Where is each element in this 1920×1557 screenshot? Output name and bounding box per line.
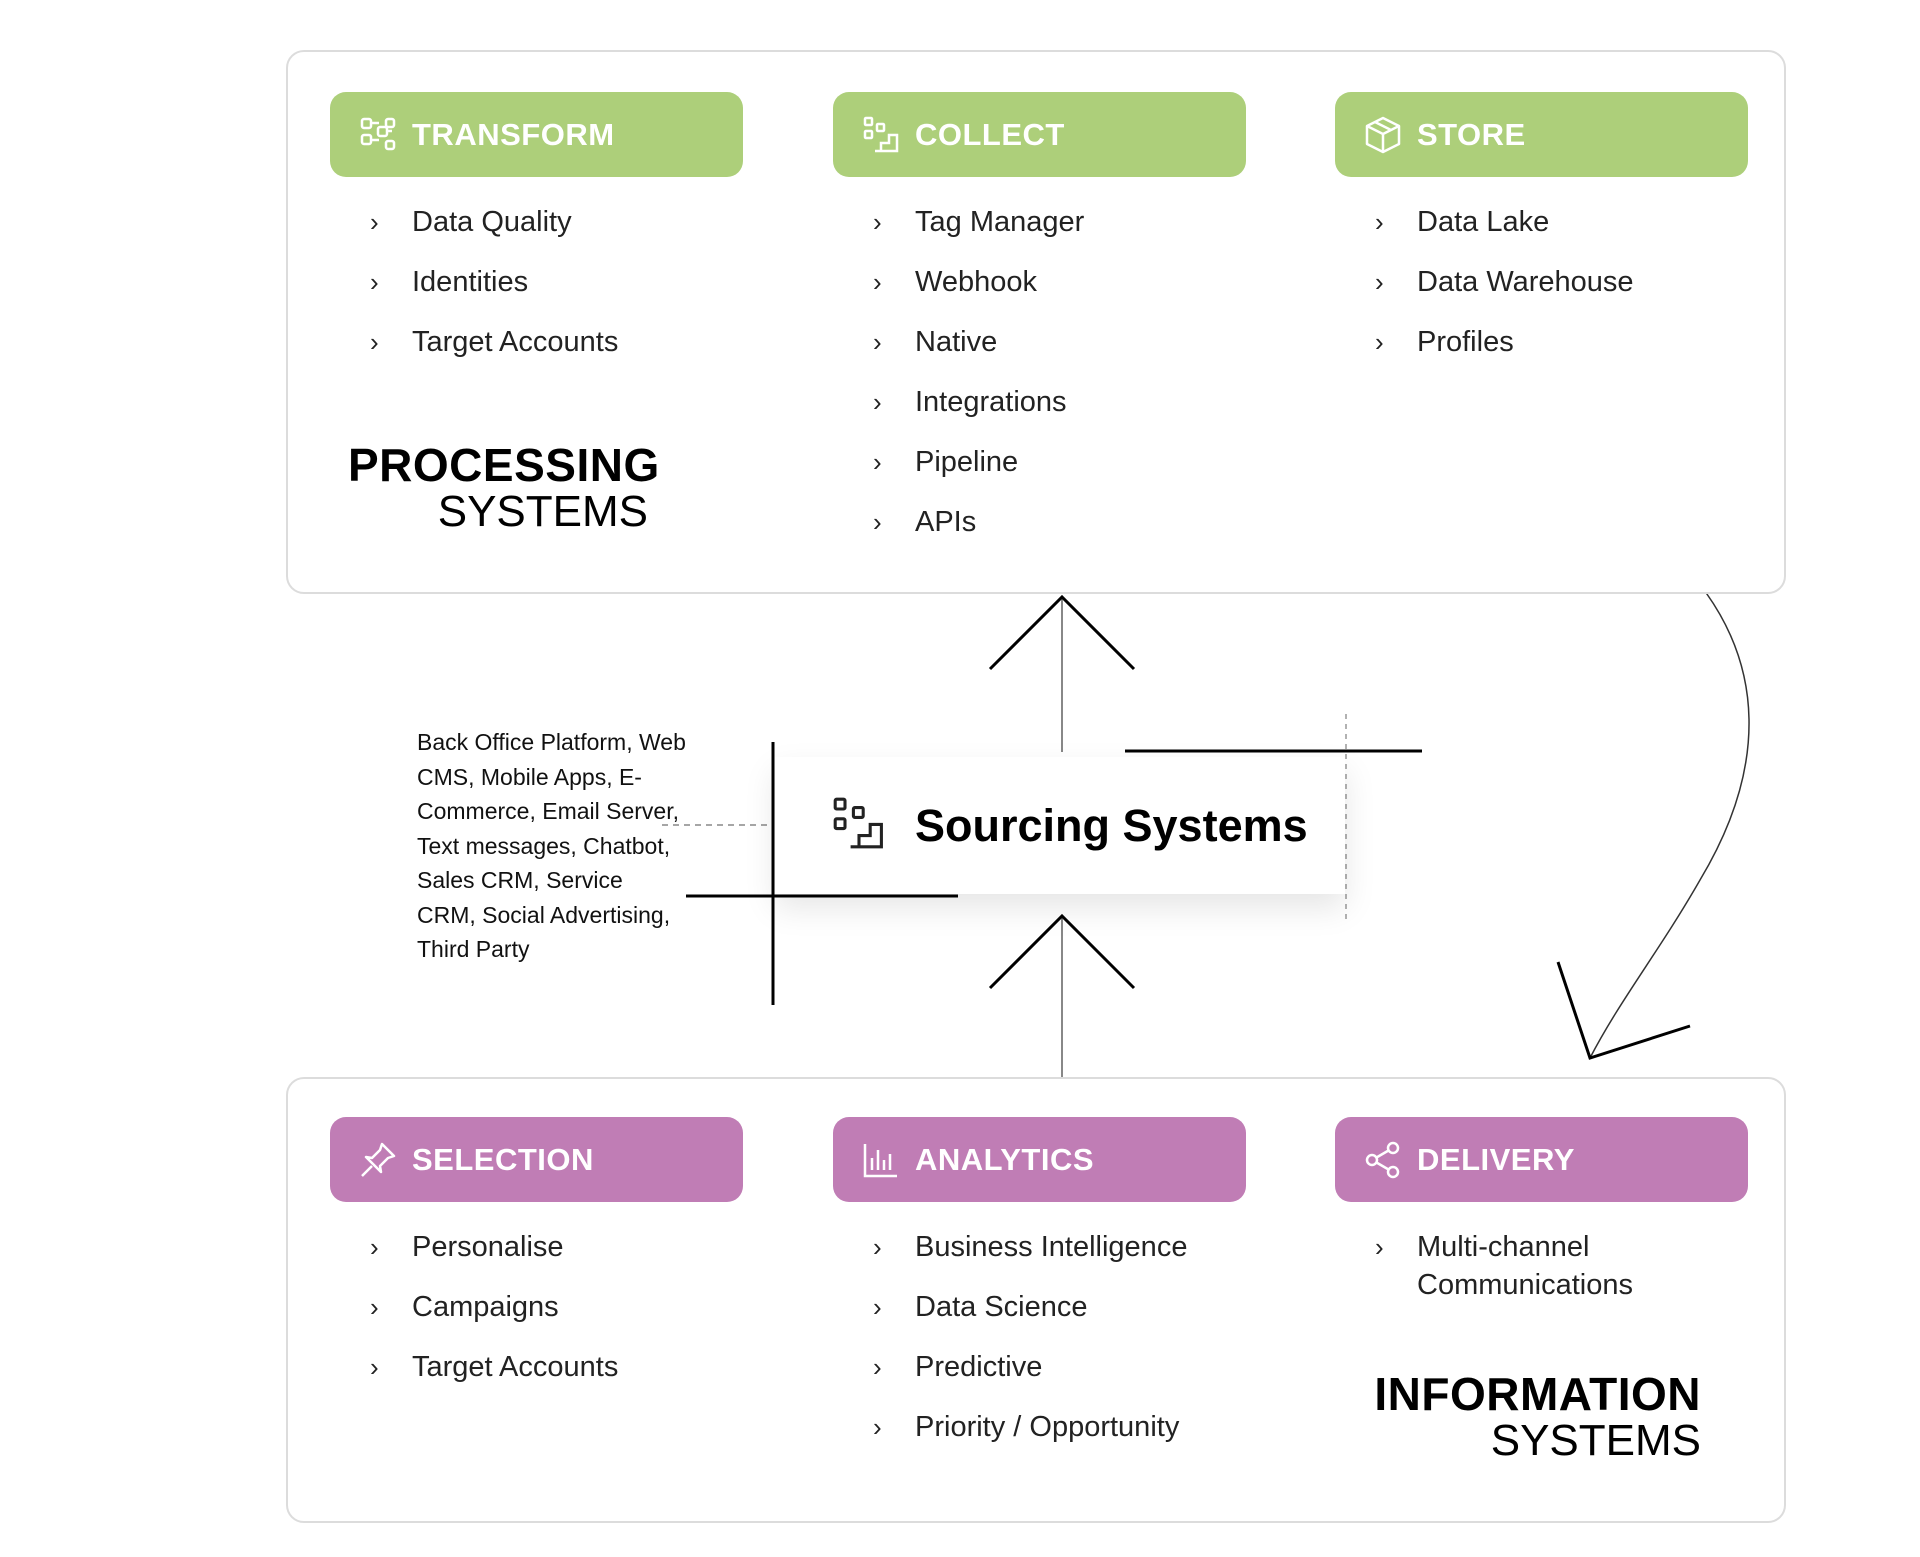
selection-header[interactable]: SELECTION bbox=[330, 1117, 743, 1202]
list-item[interactable]: ›Tag Manager bbox=[833, 203, 1246, 241]
chevron-right-icon: › bbox=[873, 267, 882, 297]
list-item[interactable]: ›Target Accounts bbox=[330, 1348, 743, 1386]
list-item[interactable]: ›Native bbox=[833, 323, 1246, 361]
chevron-right-icon: › bbox=[370, 327, 379, 357]
chevron-right-icon: › bbox=[873, 1412, 882, 1442]
chevron-right-icon: › bbox=[873, 447, 882, 477]
collect-list: ›Tag Manager ›Webhook ›Native ›Integrati… bbox=[833, 203, 1246, 541]
analytics-header[interactable]: ANALYTICS bbox=[833, 1117, 1246, 1202]
collect-label: COLLECT bbox=[915, 116, 1065, 152]
collect-column: COLLECT ›Tag Manager ›Webhook ›Native ›I… bbox=[833, 92, 1246, 563]
information-title-light: SYSTEMS bbox=[1490, 1416, 1701, 1465]
delivery-list: ›Multi-channel Communications bbox=[1335, 1228, 1748, 1304]
transform-list: ›Data Quality ›Identities ›Target Accoun… bbox=[330, 203, 743, 361]
box-icon bbox=[1361, 113, 1405, 157]
collect-header[interactable]: COLLECT bbox=[833, 92, 1246, 177]
chevron-right-icon: › bbox=[370, 267, 379, 297]
processing-systems-title: PROCESSING SYSTEMS bbox=[348, 439, 660, 536]
store-list: ›Data Lake ›Data Warehouse ›Profiles bbox=[1335, 203, 1748, 361]
chevron-right-icon: › bbox=[370, 1232, 379, 1262]
up-arrow-top-head bbox=[988, 594, 1136, 671]
analytics-list: ›Business Intelligence ›Data Science ›Pr… bbox=[833, 1228, 1246, 1446]
transform-icon bbox=[356, 113, 400, 157]
list-item[interactable]: ›Business Intelligence bbox=[833, 1228, 1246, 1266]
chevron-right-icon: › bbox=[873, 507, 882, 537]
store-column: STORE ›Data Lake ›Data Warehouse ›Profil… bbox=[1335, 92, 1748, 383]
chevron-right-icon: › bbox=[873, 1232, 882, 1262]
curved-arrow-head bbox=[1556, 961, 1691, 1060]
selection-label: SELECTION bbox=[412, 1141, 594, 1177]
chevron-right-icon: › bbox=[873, 1352, 882, 1382]
list-item[interactable]: ›Webhook bbox=[833, 263, 1246, 301]
chevron-right-icon: › bbox=[1375, 327, 1384, 357]
curved-arrow-line bbox=[1589, 552, 1750, 1059]
list-item[interactable]: ›Predictive bbox=[833, 1348, 1246, 1386]
chevron-right-icon: › bbox=[873, 1292, 882, 1322]
chevron-right-icon: › bbox=[370, 1292, 379, 1322]
list-item[interactable]: ›Data Science bbox=[833, 1288, 1246, 1326]
chevron-right-icon: › bbox=[1375, 267, 1384, 297]
list-item[interactable]: ›Personalise bbox=[330, 1228, 743, 1266]
list-item[interactable]: ›Integrations bbox=[833, 383, 1246, 421]
chevron-right-icon: › bbox=[873, 387, 882, 417]
processing-systems-panel: TRANSFORM ›Data Quality ›Identities ›Tar… bbox=[286, 50, 1786, 594]
delivery-header[interactable]: DELIVERY bbox=[1335, 1117, 1748, 1202]
processing-title-bold: PROCESSING bbox=[348, 439, 660, 491]
delivery-label: DELIVERY bbox=[1417, 1141, 1575, 1177]
store-label: STORE bbox=[1417, 116, 1526, 152]
selection-list: ›Personalise ›Campaigns ›Target Accounts bbox=[330, 1228, 743, 1386]
collect-icon bbox=[859, 113, 903, 157]
transform-label: TRANSFORM bbox=[412, 116, 615, 152]
transform-header[interactable]: TRANSFORM bbox=[330, 92, 743, 177]
list-item[interactable]: ›Target Accounts bbox=[330, 323, 743, 361]
chevron-right-icon: › bbox=[873, 207, 882, 237]
chevron-right-icon: › bbox=[873, 327, 882, 357]
pin-icon bbox=[356, 1138, 400, 1182]
sourcing-systems-title: Sourcing Systems bbox=[915, 799, 1308, 851]
information-title-bold: INFORMATION bbox=[1374, 1368, 1701, 1420]
share-icon bbox=[1361, 1138, 1405, 1182]
list-item[interactable]: ›Data Lake bbox=[1335, 203, 1748, 241]
sourcing-systems-card[interactable]: Sourcing Systems bbox=[775, 757, 1345, 894]
list-item[interactable]: ›Campaigns bbox=[330, 1288, 743, 1326]
sources-list-text: Back Office Platform, Web CMS, Mobile Ap… bbox=[417, 729, 686, 962]
list-item[interactable]: ›Multi-channel Communications bbox=[1335, 1228, 1645, 1304]
processing-title-light: SYSTEMS bbox=[437, 487, 648, 536]
list-item[interactable]: ›Profiles bbox=[1335, 323, 1748, 361]
list-item[interactable]: ›Data Warehouse bbox=[1335, 263, 1748, 301]
transform-column: TRANSFORM ›Data Quality ›Identities ›Tar… bbox=[330, 92, 743, 383]
selection-column: SELECTION ›Personalise ›Campaigns ›Targe… bbox=[330, 1117, 743, 1408]
list-item[interactable]: ›Priority / Opportunity bbox=[833, 1408, 1246, 1446]
list-item[interactable]: ›APIs bbox=[833, 503, 1246, 541]
chevron-right-icon: › bbox=[1375, 207, 1384, 237]
list-item[interactable]: ›Identities bbox=[330, 263, 743, 301]
store-header[interactable]: STORE bbox=[1335, 92, 1748, 177]
analytics-label: ANALYTICS bbox=[915, 1141, 1095, 1177]
list-item[interactable]: ›Data Quality bbox=[330, 203, 743, 241]
delivery-column: DELIVERY ›Multi-channel Communications bbox=[1335, 1117, 1748, 1326]
chevron-right-icon: › bbox=[370, 207, 379, 237]
collect-icon bbox=[831, 795, 887, 856]
chevron-right-icon: › bbox=[370, 1352, 379, 1382]
analytics-column: ANALYTICS ›Business Intelligence ›Data S… bbox=[833, 1117, 1246, 1468]
list-item[interactable]: ›Pipeline bbox=[833, 443, 1246, 481]
chevron-right-icon: › bbox=[1375, 1232, 1384, 1262]
information-systems-title: INFORMATION SYSTEMS bbox=[1288, 1371, 1701, 1463]
information-systems-panel: SELECTION ›Personalise ›Campaigns ›Targe… bbox=[286, 1077, 1786, 1523]
up-arrow-bottom-head bbox=[988, 913, 1136, 990]
bar-chart-icon bbox=[859, 1138, 903, 1182]
